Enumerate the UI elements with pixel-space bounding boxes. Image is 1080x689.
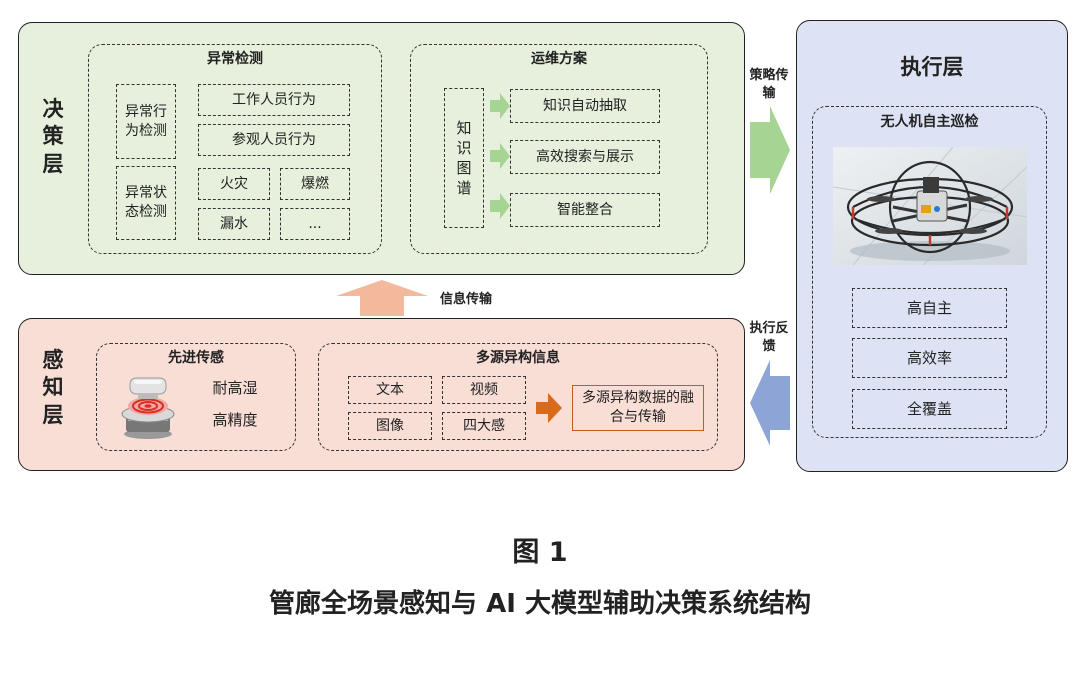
kg-arrows <box>490 93 510 219</box>
drone-photo <box>833 147 1027 265</box>
advanced-sensing-title: 先进传感 <box>168 350 224 366</box>
multi-source-info-title: 多源异构信息 <box>476 350 560 366</box>
sensor-feature: 耐高湿 <box>212 378 258 397</box>
uav-feature: 高效率 <box>852 338 1007 378</box>
execution-feedback-arrow-icon <box>750 360 790 446</box>
uav-feature: 全覆盖 <box>852 389 1007 429</box>
figure-number: 图 1 <box>512 537 568 568</box>
state-item: 爆燃 <box>280 168 350 200</box>
info-transfer-arrow-icon <box>336 280 428 316</box>
anomaly-detection-title: 异常检测 <box>207 51 263 67</box>
figure-title: 管廊全场景感知与 AI 大模型辅助决策系统结构 <box>269 589 811 619</box>
ops-item: 高效搜索与展示 <box>510 140 660 174</box>
perception-layer-label: 感知层 <box>42 348 64 427</box>
state-item: ... <box>280 208 350 240</box>
strategy-transfer-arrow-icon <box>750 106 790 194</box>
strategy-transfer-label: 策略传输 <box>749 68 789 102</box>
sensor-feature: 高精度 <box>212 410 258 429</box>
ops-item: 知识自动抽取 <box>510 89 660 123</box>
info-item: 四大感 <box>442 412 526 440</box>
green-arrow-icon <box>490 143 510 169</box>
uav-inspection-panel <box>812 106 1047 438</box>
advanced-sensing-panel <box>96 343 296 451</box>
state-item: 漏水 <box>198 208 270 240</box>
info-item: 文本 <box>348 376 432 404</box>
anomaly-detection-panel <box>88 44 382 254</box>
orange-arrow-icon <box>536 393 562 423</box>
execution-feedback-label: 执行反馈 <box>749 321 789 355</box>
info-transfer-label: 信息传输 <box>440 292 493 307</box>
state-detection-label: 异常状态检测 <box>116 166 176 240</box>
ops-item: 智能整合 <box>510 193 660 227</box>
knowledge-graph-label: 知识图谱 <box>444 88 484 228</box>
ops-plan-panel <box>410 44 708 254</box>
state-item: 火灾 <box>198 168 270 200</box>
decision-layer-label: 决策层 <box>42 97 64 176</box>
info-item: 视频 <box>442 376 526 404</box>
sensor-device-icon <box>121 377 175 439</box>
ops-plan-title: 运维方案 <box>531 51 587 67</box>
behavior-item: 工作人员行为 <box>198 84 350 116</box>
multi-source-info-panel <box>318 343 718 451</box>
execution-layer-title: 执行层 <box>900 55 964 79</box>
behavior-detection-label: 异常行为检测 <box>116 84 176 159</box>
uav-inspection-title: 无人机自主巡检 <box>880 114 979 130</box>
info-item: 图像 <box>348 412 432 440</box>
green-arrow-icon <box>490 93 510 119</box>
fusion-box: 多源异构数据的融合与传输 <box>572 385 704 431</box>
green-arrow-icon <box>490 193 510 219</box>
behavior-item: 参观人员行为 <box>198 124 350 156</box>
uav-feature: 高自主 <box>852 288 1007 328</box>
